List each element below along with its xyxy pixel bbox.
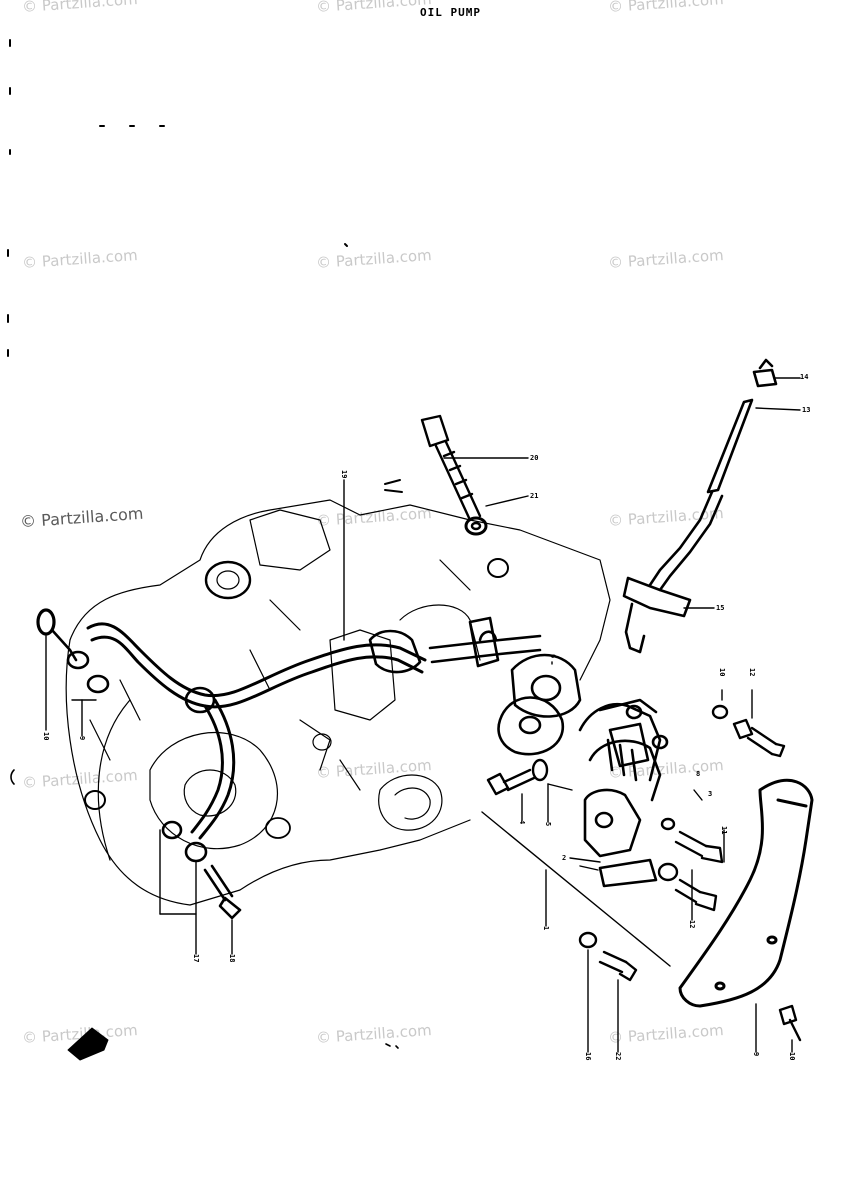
callout-10-right: 10 — [718, 668, 726, 677]
callout-18: 18 — [228, 954, 236, 963]
callout-10-bottom: 10 — [788, 1052, 796, 1061]
callout-15: 15 — [716, 604, 725, 612]
callout-14: 14 — [800, 373, 809, 381]
crankcase-outline — [65, 479, 611, 906]
banjo-union — [368, 616, 542, 674]
callout-6: 6 — [549, 654, 557, 659]
callout-20: 20 — [530, 454, 539, 462]
long-bolt-20 — [420, 414, 488, 536]
callout-9-bottom: 9 — [752, 1052, 760, 1057]
pipe-union-fittings — [36, 608, 242, 920]
callout-13: 13 — [802, 406, 811, 414]
callout-22: 22 — [614, 1052, 622, 1061]
scan-specks — [7, 39, 348, 357]
callout-8: 8 — [696, 770, 701, 778]
callout-9-left: 9 — [78, 736, 86, 741]
callout-5: 5 — [544, 822, 552, 827]
callout-3: 3 — [708, 790, 713, 798]
callout-12-top: 12 — [748, 668, 756, 677]
callout-17: 17 — [192, 954, 200, 963]
diagram-title: OIL PUMP — [420, 6, 481, 19]
fasteners — [486, 704, 802, 1042]
callout-19: 19 — [340, 470, 348, 479]
callout-4: 4 — [518, 820, 526, 825]
oil-pump-body — [497, 653, 669, 888]
callout-12-mid: 12 — [688, 920, 696, 929]
leader-lines — [45, 377, 801, 1053]
front-arrow — [67, 1027, 109, 1061]
callout-10-left: 10 — [42, 732, 50, 741]
pump-control-cable — [622, 358, 778, 654]
callout-21: 21 — [530, 492, 539, 500]
oil-delivery-pipe — [86, 622, 427, 840]
oil-pump-cover — [678, 778, 814, 1008]
callout-16: 16 — [584, 1052, 592, 1061]
callout-2: 2 — [562, 854, 567, 862]
callout-1: 1 — [542, 926, 550, 931]
callout-11: 11 — [720, 826, 728, 835]
